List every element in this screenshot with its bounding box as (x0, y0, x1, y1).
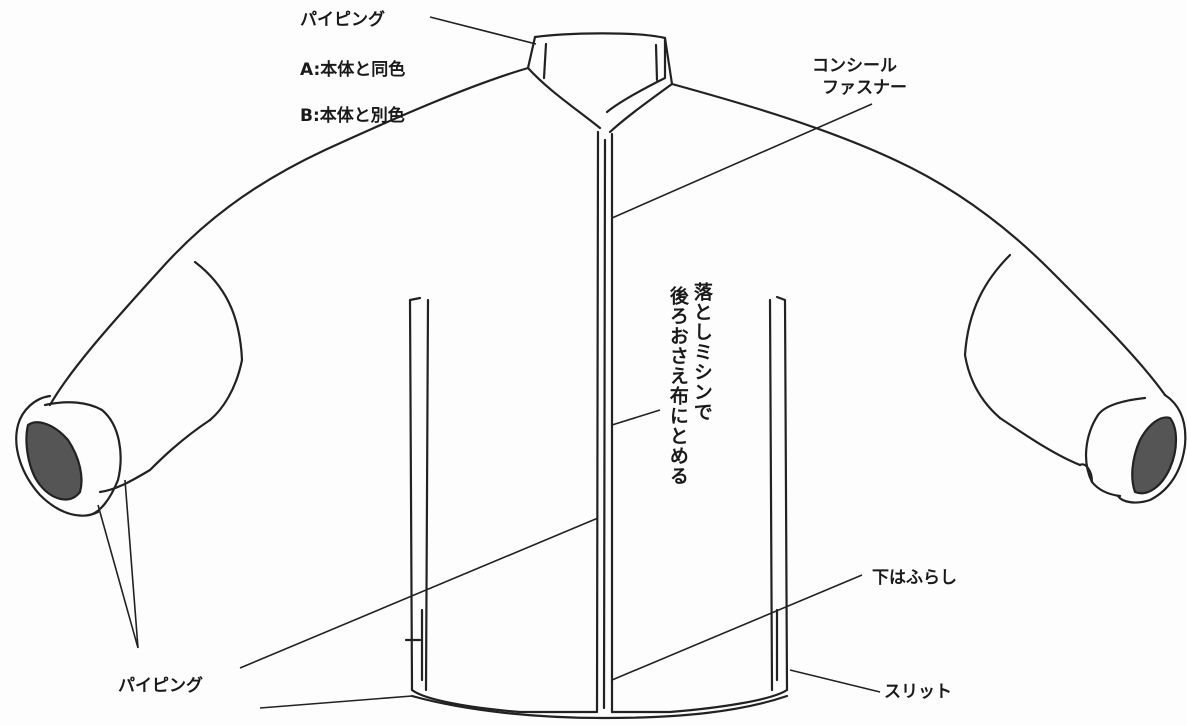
body-outline (48, 66, 1167, 407)
center-zipper (595, 130, 614, 714)
piping-top-label: パイピング (300, 10, 385, 30)
left-sleeve (15, 260, 244, 517)
stitch-note-line-1: 落としミシンで (690, 282, 713, 422)
right-sleeve (963, 253, 1187, 504)
right-front-panel (610, 295, 789, 714)
option-b-label: B:本体と別色 (300, 106, 405, 126)
option-a-label: A:本体と同色 (300, 60, 406, 80)
concealed-zipper-label-1: コンシール (812, 56, 897, 76)
leader-lines (97, 16, 881, 709)
slit-label: スリット (884, 682, 952, 702)
hem-below-label: 下はふらし (872, 568, 957, 588)
hem-line (410, 694, 789, 720)
collar (526, 32, 674, 134)
stitch-note-line-2: 後ろおさえ布にとめる (666, 286, 689, 486)
left-front-panel (404, 296, 598, 714)
piping-bottom-label: パイピング (118, 676, 203, 696)
concealed-zipper-label-2: ファスナー (822, 78, 907, 98)
